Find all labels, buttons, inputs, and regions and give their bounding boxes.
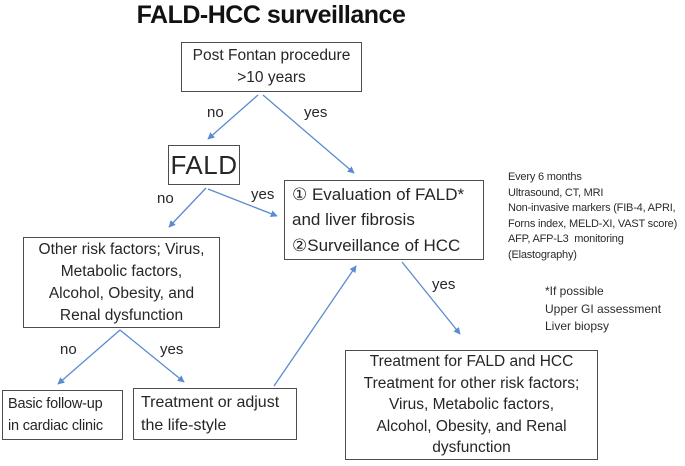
- note-line: Upper GI assessment: [545, 301, 662, 316]
- node-label: FALD: [170, 149, 238, 180]
- note-line: Non-invasive markers (FIB-4, APRI,: [508, 202, 676, 214]
- surveillance-schedule-note: Every 6 months Ultrasound, CT, MRI Non-i…: [508, 170, 677, 263]
- treatment-fald-hcc-node: Treatment for FALD and HCC Treatment for…: [345, 350, 598, 460]
- post-fontan-node: Post Fontan procedure >10 years: [181, 42, 362, 92]
- node-line: the life-style: [141, 417, 227, 434]
- note-line: (Elastography): [508, 248, 577, 261]
- node-line: Renal dysfunction: [59, 306, 184, 324]
- page-title: FALD-HCC surveillance: [136, 1, 406, 29]
- basic-followup-node: Basic follow-up in cardiac clinic: [2, 390, 123, 440]
- node-line: Treatment for FALD and HCC: [369, 353, 574, 371]
- note-line: Every 6 months: [508, 171, 582, 183]
- note-line: AFP, AFP-L3 monitoring: [508, 233, 624, 245]
- node-line: Virus, Metabolic factors,: [388, 396, 555, 414]
- edge-label-fald-yes: yes: [251, 186, 275, 203]
- arrow-fald-to-other-risk: [168, 187, 207, 228]
- evaluation-surveillance-node: ① Evaluation of FALD* and liver fibrosis…: [284, 180, 484, 260]
- node-line: ① Evaluation of FALD*: [292, 184, 465, 204]
- note-line: Liver biopsy: [545, 319, 610, 333]
- arrow-adjust-to-evaluation: [273, 265, 357, 387]
- node-line: Alcohol, Obesity, and: [48, 284, 195, 302]
- node-line: Alcohol, Obesity, and Renal: [376, 417, 567, 435]
- edge-label-post-yes: yes: [304, 104, 328, 121]
- node-line: Metabolic factors,: [60, 262, 183, 280]
- node-line: Post Fontan procedure: [192, 47, 351, 64]
- fald-node: FALD: [168, 145, 240, 185]
- edge-label-post-no: no: [207, 104, 224, 121]
- node-line: Treatment or adjust: [141, 394, 280, 411]
- edge-label-other-yes: yes: [160, 341, 184, 358]
- node-line: and liver fibrosis: [292, 210, 415, 230]
- edge-label-fald-no: no: [157, 190, 174, 207]
- node-line: ②Surveillance of HCC: [292, 235, 461, 255]
- node-line: Treatment for other risk factors;: [363, 374, 580, 392]
- edge-label-other-no: no: [60, 341, 77, 358]
- note-line: *If possible: [545, 284, 604, 298]
- node-line: Basic follow-up: [8, 396, 103, 412]
- node-line: Other risk factors; Virus,: [38, 240, 205, 258]
- treatment-adjust-node: Treatment or adjust the life-style: [133, 388, 297, 440]
- node-line: dysfunction: [432, 439, 511, 457]
- other-risk-factors-node: Other risk factors; Virus, Metabolic fac…: [23, 237, 220, 328]
- arrow-evaluation-to-treatment: [401, 261, 461, 335]
- if-possible-note: *If possible Upper GI assessment Liver b…: [545, 283, 661, 336]
- node-line: in cardiac clinic: [8, 418, 103, 434]
- node-line: >10 years: [237, 69, 306, 86]
- note-line: Ultrasound, CT, MRI: [508, 186, 604, 199]
- edge-label-eval-yes: yes: [432, 276, 456, 293]
- note-line: Forns index, MELD-XI, VAST score): [508, 217, 678, 230]
